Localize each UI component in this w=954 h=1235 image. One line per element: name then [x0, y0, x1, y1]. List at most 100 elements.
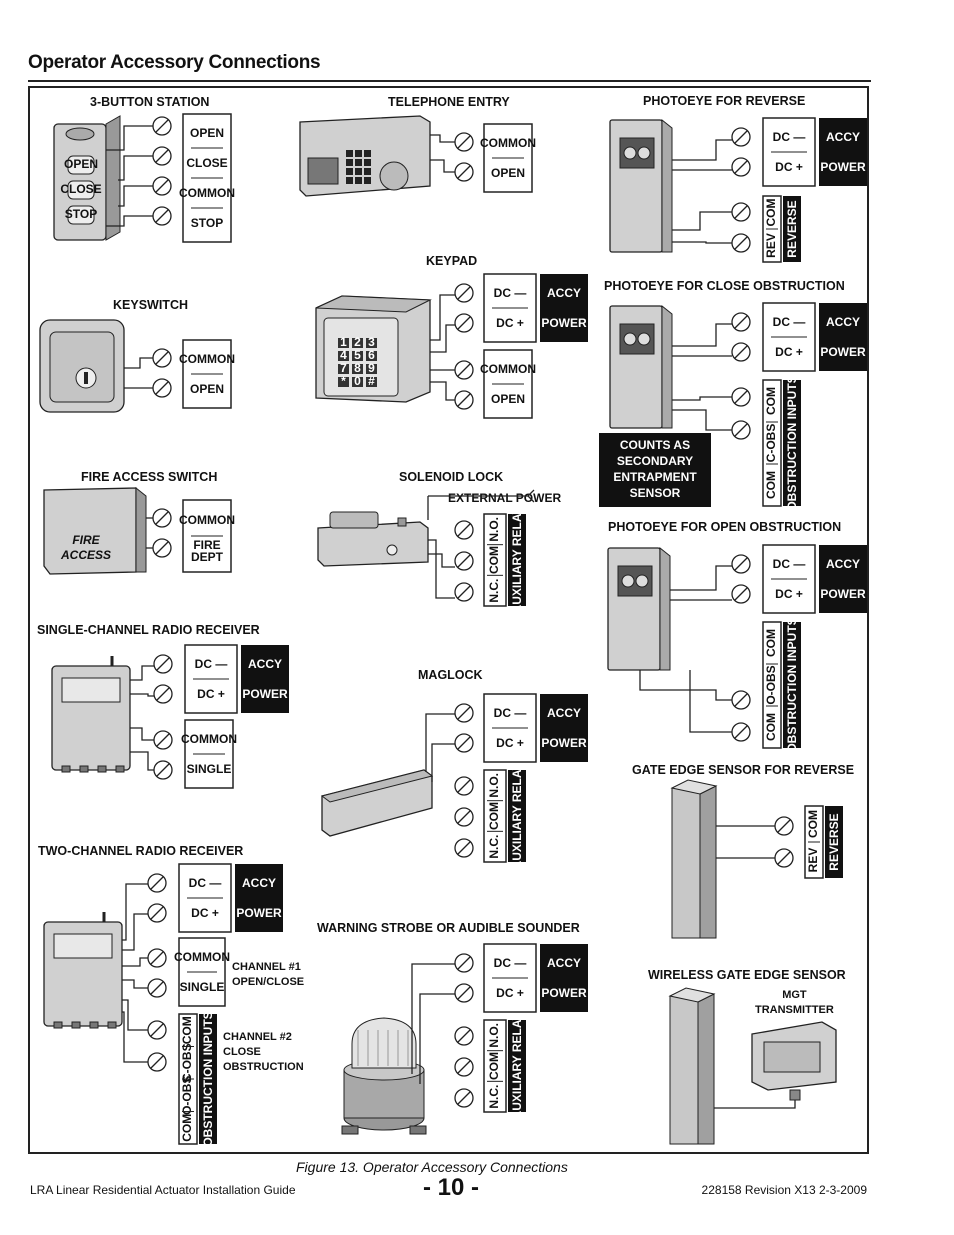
- keypad-key-label: 2: [354, 335, 361, 349]
- telephone-key: [364, 168, 371, 175]
- wire: [428, 553, 455, 568]
- wire: [670, 565, 732, 591]
- power-label: POWER: [236, 906, 282, 920]
- page-title: Operator Accessory Connections: [28, 52, 321, 73]
- terminal-label: DC +: [775, 345, 803, 359]
- screw-slot: [150, 1055, 164, 1069]
- accy-power-box: [540, 944, 588, 1012]
- screw-slot: [734, 557, 748, 571]
- button-station-title: 3-BUTTON STATION: [90, 95, 210, 109]
- wire: [672, 139, 732, 161]
- keypad-key: [366, 377, 377, 387]
- vertical-terminal-label: COM: [180, 1114, 194, 1142]
- screw-slot: [155, 179, 169, 193]
- wire: [122, 999, 148, 1031]
- screw-slot: [734, 587, 748, 601]
- screw-slot: [155, 119, 169, 133]
- telephone-key: [346, 168, 353, 175]
- wire: [689, 670, 732, 733]
- wire: [672, 409, 732, 431]
- accy-label: ACCY: [547, 956, 581, 970]
- screw-slot: [457, 363, 471, 377]
- open-obstruction-box-band: [783, 622, 801, 748]
- power-label: POWER: [541, 986, 587, 1000]
- single-radio-title: SINGLE-CHANNEL RADIO RECEIVER: [37, 623, 260, 637]
- screw-slot: [156, 687, 170, 701]
- vertical-terminal-label: REV: [764, 233, 778, 258]
- solenoid-lock-title: SOLENOID LOCK: [399, 470, 504, 484]
- screw-slot: [155, 381, 169, 395]
- terminal-label: STOP: [191, 216, 223, 230]
- button-station-top: [65, 127, 95, 141]
- keypad-key-label: *: [341, 374, 346, 388]
- keypad-key-label: 7: [340, 361, 347, 375]
- radio-receiver-label-plate: [53, 933, 113, 959]
- close-obstruction-box: [762, 379, 782, 507]
- title-rule: [28, 80, 871, 82]
- telephone-speaker: [379, 161, 409, 191]
- screw-slot: [155, 541, 169, 555]
- accy-power-box: [540, 694, 588, 762]
- aux-relay-box-band: [508, 514, 526, 606]
- screw-slot: [734, 693, 748, 707]
- keyswitch-title: KEYSWITCH: [113, 298, 188, 312]
- wire: [130, 727, 154, 741]
- screw-slot: [457, 135, 471, 149]
- secondary-entrapment-note: COUNTS AS SECONDARY ENTRAPMENT SENSOR: [599, 433, 711, 507]
- vertical-terminal-label: COM: [806, 810, 820, 838]
- page-number: - 10 -: [423, 1174, 480, 1201]
- wire: [430, 381, 455, 401]
- keypad-key: [352, 364, 363, 374]
- footer-left: LRA Linear Residential Actuator Installa…: [30, 1183, 296, 1197]
- keypad-key: [338, 351, 349, 361]
- vertical-band-label: OBSTRUCTION INPUTS: [785, 617, 799, 752]
- radio-connector: [53, 1021, 63, 1029]
- vertical-terminal-label: COM: [764, 629, 778, 657]
- accy-label: ACCY: [248, 657, 282, 671]
- screw-slot: [150, 981, 164, 995]
- figure-caption: Figure 13. Operator Accessory Connection…: [296, 1159, 568, 1175]
- vertical-terminal-label: COM: [764, 199, 778, 227]
- screw-slot: [457, 286, 471, 300]
- screw-slot: [156, 733, 170, 747]
- vertical-terminal-label: COM: [764, 713, 778, 741]
- screw-slot: [734, 205, 748, 219]
- station-button-label: CLOSE: [60, 182, 101, 196]
- vertical-terminal-label: N.O.: [487, 773, 501, 798]
- accy-label: ACCY: [242, 876, 276, 890]
- terminal-label: DC —: [195, 657, 228, 671]
- gate-edge-title: GATE EDGE SENSOR FOR REVERSE: [632, 763, 855, 777]
- screw-slot: [734, 236, 748, 250]
- photoeye-lens: [621, 574, 635, 588]
- vertical-terminal-label: COM: [487, 1052, 501, 1080]
- station-button: [67, 180, 95, 200]
- wireless-edge-top: [668, 987, 716, 1003]
- screw-slot: [734, 160, 748, 174]
- terminal-label: DC —: [494, 706, 527, 720]
- wire: [639, 670, 732, 701]
- solenoid-lock-body: [317, 521, 429, 567]
- solenoid-lock-cylinder: [386, 544, 398, 556]
- power-label: POWER: [541, 736, 587, 750]
- vertical-terminal-label: N.O.: [487, 517, 501, 542]
- vertical-band-label: AUXILIARY RELAY: [510, 507, 524, 614]
- vertical-band-label: AUXILIARY RELAY: [510, 763, 524, 870]
- wire: [130, 665, 154, 681]
- vertical-terminal-label: COM: [764, 471, 778, 499]
- vertical-band-label: REVERSE: [827, 813, 841, 870]
- gate-edge-reverse-box-band: [825, 806, 843, 878]
- wire: [425, 713, 455, 772]
- screw-slot: [457, 165, 471, 179]
- telephone-entry-display: [307, 157, 339, 185]
- screw-slot: [734, 423, 748, 437]
- telephone-key: [364, 177, 371, 184]
- gate-edge-top: [670, 779, 718, 795]
- reverse-box-band: [783, 196, 801, 262]
- aux-relay-box: [483, 1019, 507, 1113]
- photoeye-side: [661, 304, 673, 429]
- keypad-key-label: 8: [354, 361, 361, 375]
- terminal-label: DC —: [773, 315, 806, 329]
- wire: [122, 957, 148, 967]
- keypad-key-label: #: [368, 374, 375, 388]
- channel-1-note: CHANNEL #1 OPEN/CLOSE: [232, 961, 305, 988]
